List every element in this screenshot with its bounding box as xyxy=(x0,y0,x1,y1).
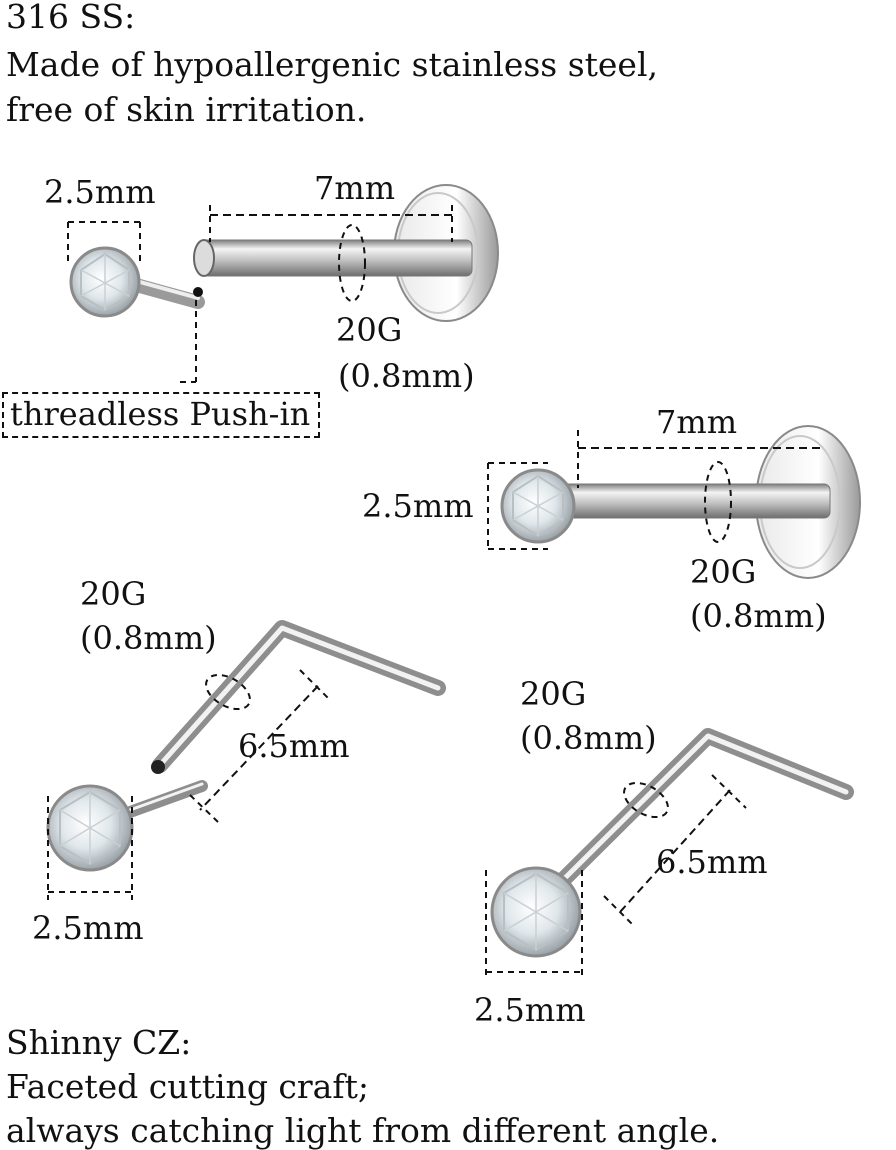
intro-line-2: free of skin irritation. xyxy=(6,90,367,129)
outro-line-2: always catching light from different ang… xyxy=(6,1111,720,1150)
threadless-gauge-label: 20G xyxy=(336,311,403,349)
threadless-pushin-piece xyxy=(67,184,499,383)
l-shape-left-piece xyxy=(46,620,446,900)
intro-title: 316 SS: xyxy=(6,0,136,36)
labret-gem-height-label: 2.5mm xyxy=(362,487,474,525)
l-left-gem-width-label: 2.5mm xyxy=(32,909,144,947)
labret-gauge-mm-label: (0.8mm) xyxy=(690,597,827,635)
outro-title: Shinny CZ: xyxy=(6,1023,192,1062)
l-right-gauge-label: 20G xyxy=(520,675,587,713)
l-left-leg-length-label: 6.5mm xyxy=(238,727,350,765)
labret-gauge-label: 20G xyxy=(690,553,757,591)
threadless-gauge-mm-label: (0.8mm) xyxy=(338,357,475,395)
labret-post-length-label: 7mm xyxy=(656,403,738,441)
l-right-leg-length-label: 6.5mm xyxy=(656,843,768,881)
threadless-gem-width-label: 2.5mm xyxy=(44,173,156,211)
l-right-gem-width-label: 2.5mm xyxy=(474,991,586,1029)
threadless-callout-label: threadless Push-in xyxy=(10,395,311,433)
intro-line-1: Made of hypoallergenic stainless steel, xyxy=(6,45,659,84)
labret-stud-piece xyxy=(487,425,861,579)
l-shape-right-piece xyxy=(485,728,854,978)
l-left-gauge-mm-label: (0.8mm) xyxy=(80,619,217,657)
outro-line-1: Faceted cutting craft; xyxy=(6,1067,369,1106)
l-left-gauge-label: 20G xyxy=(80,575,147,613)
threadless-callout-box xyxy=(2,392,320,438)
l-right-gauge-mm-label: (0.8mm) xyxy=(520,719,657,757)
threadless-post-length-label: 7mm xyxy=(314,169,396,207)
